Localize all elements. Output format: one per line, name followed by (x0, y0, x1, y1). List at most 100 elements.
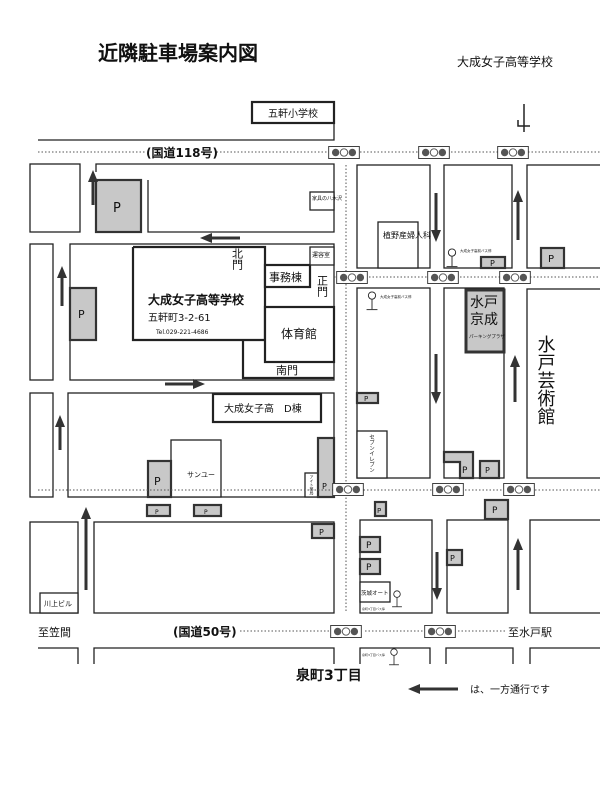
elementary-school-label: 五軒小学校 (268, 107, 318, 120)
parking-label: P (462, 466, 468, 476)
parking-label: P (548, 254, 554, 265)
sanyu (170, 439, 222, 498)
art-tower-label: 水戸芸術館 (535, 335, 556, 425)
ibaraki-auto-label: 茨城オート (361, 589, 389, 597)
traffic-light-icon (336, 271, 368, 284)
one-way-arrow-icon (431, 193, 441, 242)
one-way-arrow-icon (513, 190, 523, 240)
parking-lot (316, 436, 336, 499)
parking-label: P (490, 259, 495, 268)
parking-label: P (322, 482, 327, 491)
school-address: 五軒町3-2-61 (148, 312, 211, 324)
parking-lot (192, 503, 223, 518)
traffic-light-icon (328, 146, 360, 159)
one-way-arrow-icon (513, 538, 523, 590)
keisei-label-2: 京成 (470, 312, 498, 328)
bus-stop-label: 泉町3丁目バス停 (362, 652, 385, 657)
one-way-arrow-icon (431, 354, 441, 404)
south-gate-label: 南門 (276, 364, 298, 377)
city-block (29, 243, 54, 381)
parking-lot (445, 548, 464, 567)
traffic-light-icon (418, 146, 450, 159)
parking-label: P (78, 308, 85, 321)
parking-lot (355, 391, 380, 405)
route-118-label: (国道118号) (146, 145, 218, 160)
clinic-label: 植野産婦人科 (383, 230, 431, 240)
parking-lot (478, 459, 501, 480)
parking-lot (483, 498, 510, 521)
parking-label: P (450, 554, 455, 563)
parking-lot (94, 178, 143, 234)
one-way-arrow-icon (88, 170, 98, 205)
keisei-sub-label: パーキングプラザ (469, 333, 505, 340)
parking-label: P (485, 466, 490, 475)
parking-label: P (113, 201, 121, 216)
one-way-arrow-icon (408, 684, 458, 694)
organization-name: 大成女子高等学校 (457, 54, 553, 69)
traffic-light-icon (503, 483, 535, 496)
traffic-light-icon (499, 271, 531, 284)
parking-label: P (319, 528, 324, 537)
one-way-arrow-icon (81, 507, 91, 590)
keisei-parking-plaza (464, 288, 506, 354)
bus-stop-label: 大成女子高前バス停 (460, 248, 492, 253)
gym-label: 体育館 (281, 326, 317, 341)
traffic-light-icon (497, 146, 529, 159)
school-tel: Tel.029-221-4686 (155, 329, 209, 336)
city-block (93, 521, 335, 614)
one-way-arrow-icon (510, 355, 520, 402)
parking-lot (358, 535, 382, 554)
seven-eleven-label: セブンイレブン (368, 434, 375, 473)
salon-label: 運容室 (312, 251, 330, 259)
one-way-arrow-icon (432, 552, 442, 600)
legend-one-way-text: は、一方通行です (470, 683, 550, 696)
art-tower-block (526, 288, 600, 479)
main-gate-label: 正門 (316, 275, 329, 298)
one-way-arrow-icon (200, 233, 240, 243)
parking-label: P (377, 507, 381, 515)
keisei-label-1: 水戸 (470, 295, 498, 311)
sanyu-label: サンユー (187, 471, 215, 479)
north-arrow-icon (517, 104, 530, 132)
parking-label: P (492, 506, 498, 516)
intersection-label: 泉町3丁目 (296, 667, 362, 684)
parking-lot (68, 286, 98, 342)
kawakami-building (39, 592, 79, 614)
parking-lot (146, 459, 173, 499)
bus-stop-label: 泉町3丁目バス停 (362, 606, 385, 611)
one-way-arrow-icon (57, 266, 67, 306)
parking-lot (479, 255, 507, 270)
north-gate-label: 北門 (231, 248, 244, 271)
to-mito-station-label: 至水戸駅 (508, 626, 552, 639)
city-block (29, 392, 54, 498)
parking-lot (358, 557, 382, 576)
parking-lot (373, 500, 388, 518)
elementary-school-building (250, 100, 336, 125)
traffic-light-icon (332, 483, 364, 496)
route-50-label: (国道50号) (173, 624, 237, 639)
map-title: 近隣駐車場案内図 (98, 41, 258, 65)
furniture-store-label: 家具の八木沢 (312, 195, 342, 202)
to-kasama-label: 至笠間 (38, 625, 71, 639)
parking-lot (145, 503, 172, 518)
parking-label: P (364, 395, 368, 403)
traffic-light-icon (432, 483, 464, 496)
parking-label: P (366, 563, 372, 573)
traffic-light-icon (330, 625, 362, 638)
office-building-label: 事務棟 (269, 270, 302, 284)
one-way-arrow-icon (165, 379, 205, 389)
city-block (446, 519, 509, 614)
clinic (377, 221, 419, 269)
bus-stop-label: 大成女子高前バス停 (380, 294, 412, 299)
one-way-arrow-icon (55, 415, 65, 450)
gymnasium (263, 305, 336, 364)
parking-lot (442, 450, 475, 480)
traffic-light-icon (427, 271, 459, 284)
parking-label: P (155, 509, 159, 516)
seven-eleven (356, 430, 388, 479)
city-block (529, 519, 600, 614)
bus-stop-icon (389, 648, 399, 666)
kawakami-building-label: 川上ビル (44, 599, 72, 608)
office-building (263, 263, 312, 289)
